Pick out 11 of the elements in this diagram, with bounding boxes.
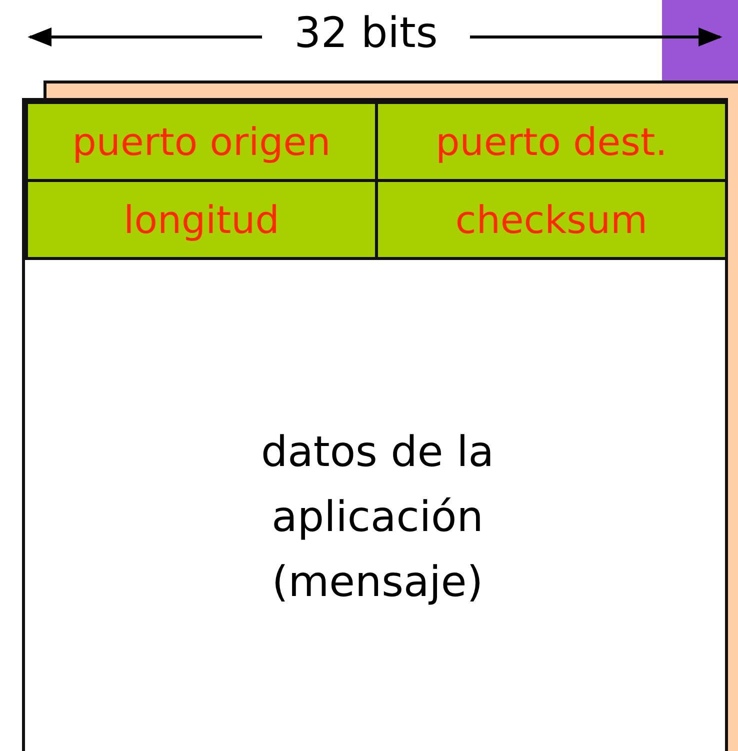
field-name: checksum [455,198,648,242]
header-field [25,101,378,182]
payload-text: datos de la aplicación (mensaje) [260,426,496,608]
header-field [25,179,378,260]
header-field [375,101,728,182]
header-field [375,179,728,260]
field-name: puerto origen [72,120,331,164]
field-name: longitud [124,198,280,242]
segment-box [22,98,728,751]
field-name: puerto dest. [436,120,668,164]
dimension-label: 32 bits [293,8,439,58]
